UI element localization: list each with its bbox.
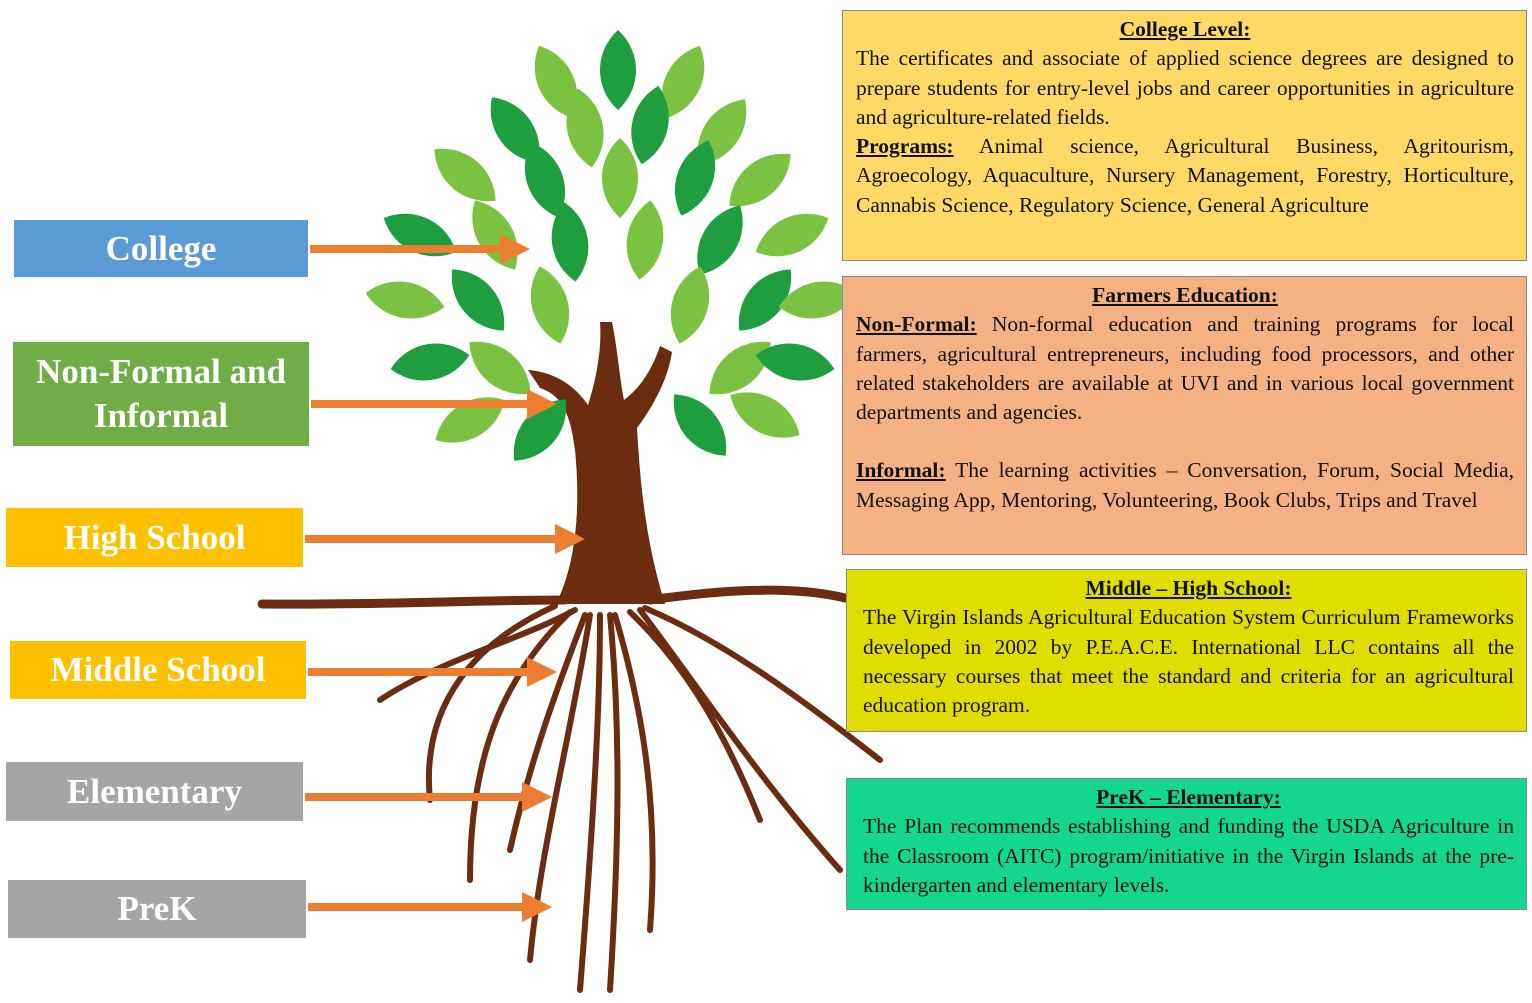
tree-canopy	[365, 30, 858, 461]
leaf-2	[534, 45, 578, 119]
arrow-2	[311, 389, 557, 419]
nonformal-paragraph: Non-Formal: Non-formal education and tra…	[856, 310, 1514, 427]
prek-level-label: PreK	[8, 880, 306, 938]
informal-paragraph: Informal: The learning activities – Conv…	[856, 456, 1514, 515]
arrow-1	[310, 234, 530, 264]
middle-high-school-text: The Virgin Islands Agricultural Educatio…	[863, 605, 1514, 718]
root-12	[637, 607, 843, 873]
leaf-22	[670, 266, 710, 344]
root-13	[425, 603, 558, 803]
leaf-9	[524, 142, 566, 218]
leaf-25	[390, 343, 470, 381]
leaf-6	[631, 85, 669, 165]
middle-high-school-box: Middle – High School: The Virgin Islands…	[846, 569, 1527, 732]
root-3	[377, 607, 578, 703]
leaf-28	[755, 343, 835, 381]
arrow-5	[305, 782, 552, 812]
middle-high-school-title: Middle – High School:	[1085, 576, 1292, 600]
root-9	[467, 609, 573, 883]
root-4	[507, 612, 588, 853]
farmers-education-box: Farmers Education: Non-Formal: Non-forma…	[842, 276, 1527, 555]
nonformal-informal-level-label: Non-Formal and Informal	[13, 342, 309, 446]
leaf-20	[451, 269, 505, 331]
leaf-30	[513, 399, 567, 461]
arrow-3	[305, 524, 585, 554]
programs-label: Programs:	[856, 134, 954, 159]
leaf-24	[778, 281, 858, 319]
leaf-19	[365, 281, 445, 319]
root-2	[645, 585, 850, 605]
leaf-16	[626, 200, 664, 280]
leaf-32	[730, 392, 800, 438]
leaf-18	[755, 213, 829, 257]
informal-label: Informal:	[856, 458, 946, 483]
leaf-26	[469, 341, 531, 395]
nonformal-label: Non-Formal:	[856, 312, 977, 337]
leaf-13	[383, 213, 457, 257]
farmers-education-title: Farmers Education:	[1092, 283, 1278, 307]
level-arrows	[305, 234, 585, 922]
leaf-29	[435, 397, 505, 443]
arrow-6	[308, 892, 552, 922]
leaf-5	[566, 88, 604, 168]
prek-elementary-text: The Plan recommends establishing and fun…	[863, 814, 1514, 897]
root-1	[257, 595, 570, 609]
college-level-description: The certificates and associate of applie…	[856, 46, 1514, 129]
college-level-box: College Level: The certificates and asso…	[842, 10, 1527, 261]
middle-school-level-label: Middle School	[10, 641, 306, 699]
college-level-title: College Level:	[1119, 17, 1251, 41]
leaf-17	[697, 205, 743, 275]
prek-elementary-box: PreK – Elementary: The Plan recommends e…	[846, 778, 1527, 910]
programs-list: Animal science, Agricultural Business, A…	[856, 134, 1514, 217]
root-5	[577, 612, 603, 993]
root-10	[527, 612, 593, 963]
leaf-14	[472, 200, 518, 270]
leaf-27	[709, 341, 771, 395]
nonformal-text: Non-formal education and training progra…	[856, 312, 1514, 425]
college-programs: Programs: Animal science, Agricultural B…	[856, 132, 1514, 220]
root-11	[607, 612, 621, 993]
tree-roots	[257, 585, 883, 993]
leaf-12	[729, 153, 791, 207]
college-level-label: College	[14, 220, 308, 277]
leaf-11	[674, 140, 716, 216]
leaf-8	[434, 148, 496, 202]
informal-text: The learning activities – Conversation, …	[856, 458, 1514, 512]
leaf-3	[661, 45, 705, 119]
root-6	[612, 612, 656, 933]
leaf-21	[530, 266, 570, 344]
leaf-1	[600, 30, 636, 110]
arrow-4	[308, 657, 557, 687]
prek-elementary-title: PreK – Elementary:	[1096, 785, 1281, 809]
root-7	[627, 609, 763, 823]
leaf-23	[738, 269, 792, 331]
high-school-level-label: High School	[6, 508, 303, 567]
leaf-10	[602, 138, 638, 218]
elementary-level-label: Elementary	[6, 762, 303, 821]
root-8	[642, 605, 883, 763]
leaf-4	[490, 97, 540, 163]
leaf-15	[551, 202, 589, 282]
tree-trunk	[528, 322, 672, 604]
paragraph-spacer	[856, 427, 1514, 456]
leaf-31	[673, 394, 727, 456]
